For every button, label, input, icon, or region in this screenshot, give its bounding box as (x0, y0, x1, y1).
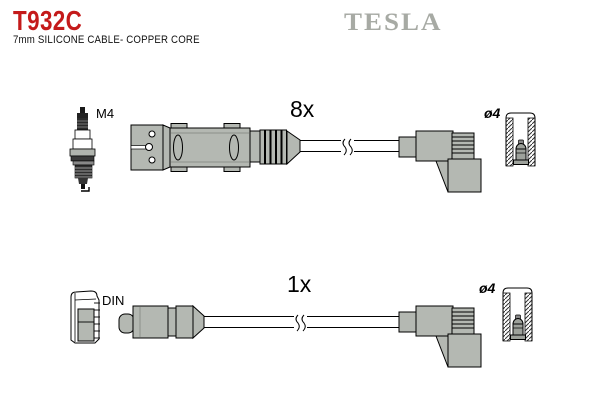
cable-break-icon (294, 314, 307, 330)
cable-spec-subtitle: 7mm SILICONE CABLE- COPPER CORE (13, 34, 200, 46)
cable-line (299, 138, 401, 156)
din-connector-icon (70, 290, 100, 344)
cable-break-icon (341, 138, 354, 154)
spark-plug-cable-drawing (69, 107, 536, 193)
quantity-label-1x: 1x (287, 271, 312, 297)
quantity-label-8x: 8x (290, 96, 315, 122)
cable-line (203, 314, 400, 332)
terminal-cap-icon (502, 287, 533, 342)
terminal-diameter-label-row1: ø4 (484, 105, 501, 121)
tesla-logo: TESLA (344, 7, 443, 36)
terminal-diameter-label-row2: ø4 (479, 280, 496, 296)
coil-cable-drawing (70, 287, 533, 368)
distributor-connector-icon (130, 123, 301, 172)
angled-boot-icon (398, 130, 482, 193)
din-connector-label: DIN (102, 293, 125, 308)
plug-thread-label: M4 (96, 106, 115, 121)
spark-plug-icon (69, 107, 96, 192)
coil-connector-icon (118, 304, 205, 340)
terminal-cap-icon (505, 112, 536, 167)
part-number: T932C (13, 5, 83, 36)
angled-boot-icon (398, 305, 482, 368)
